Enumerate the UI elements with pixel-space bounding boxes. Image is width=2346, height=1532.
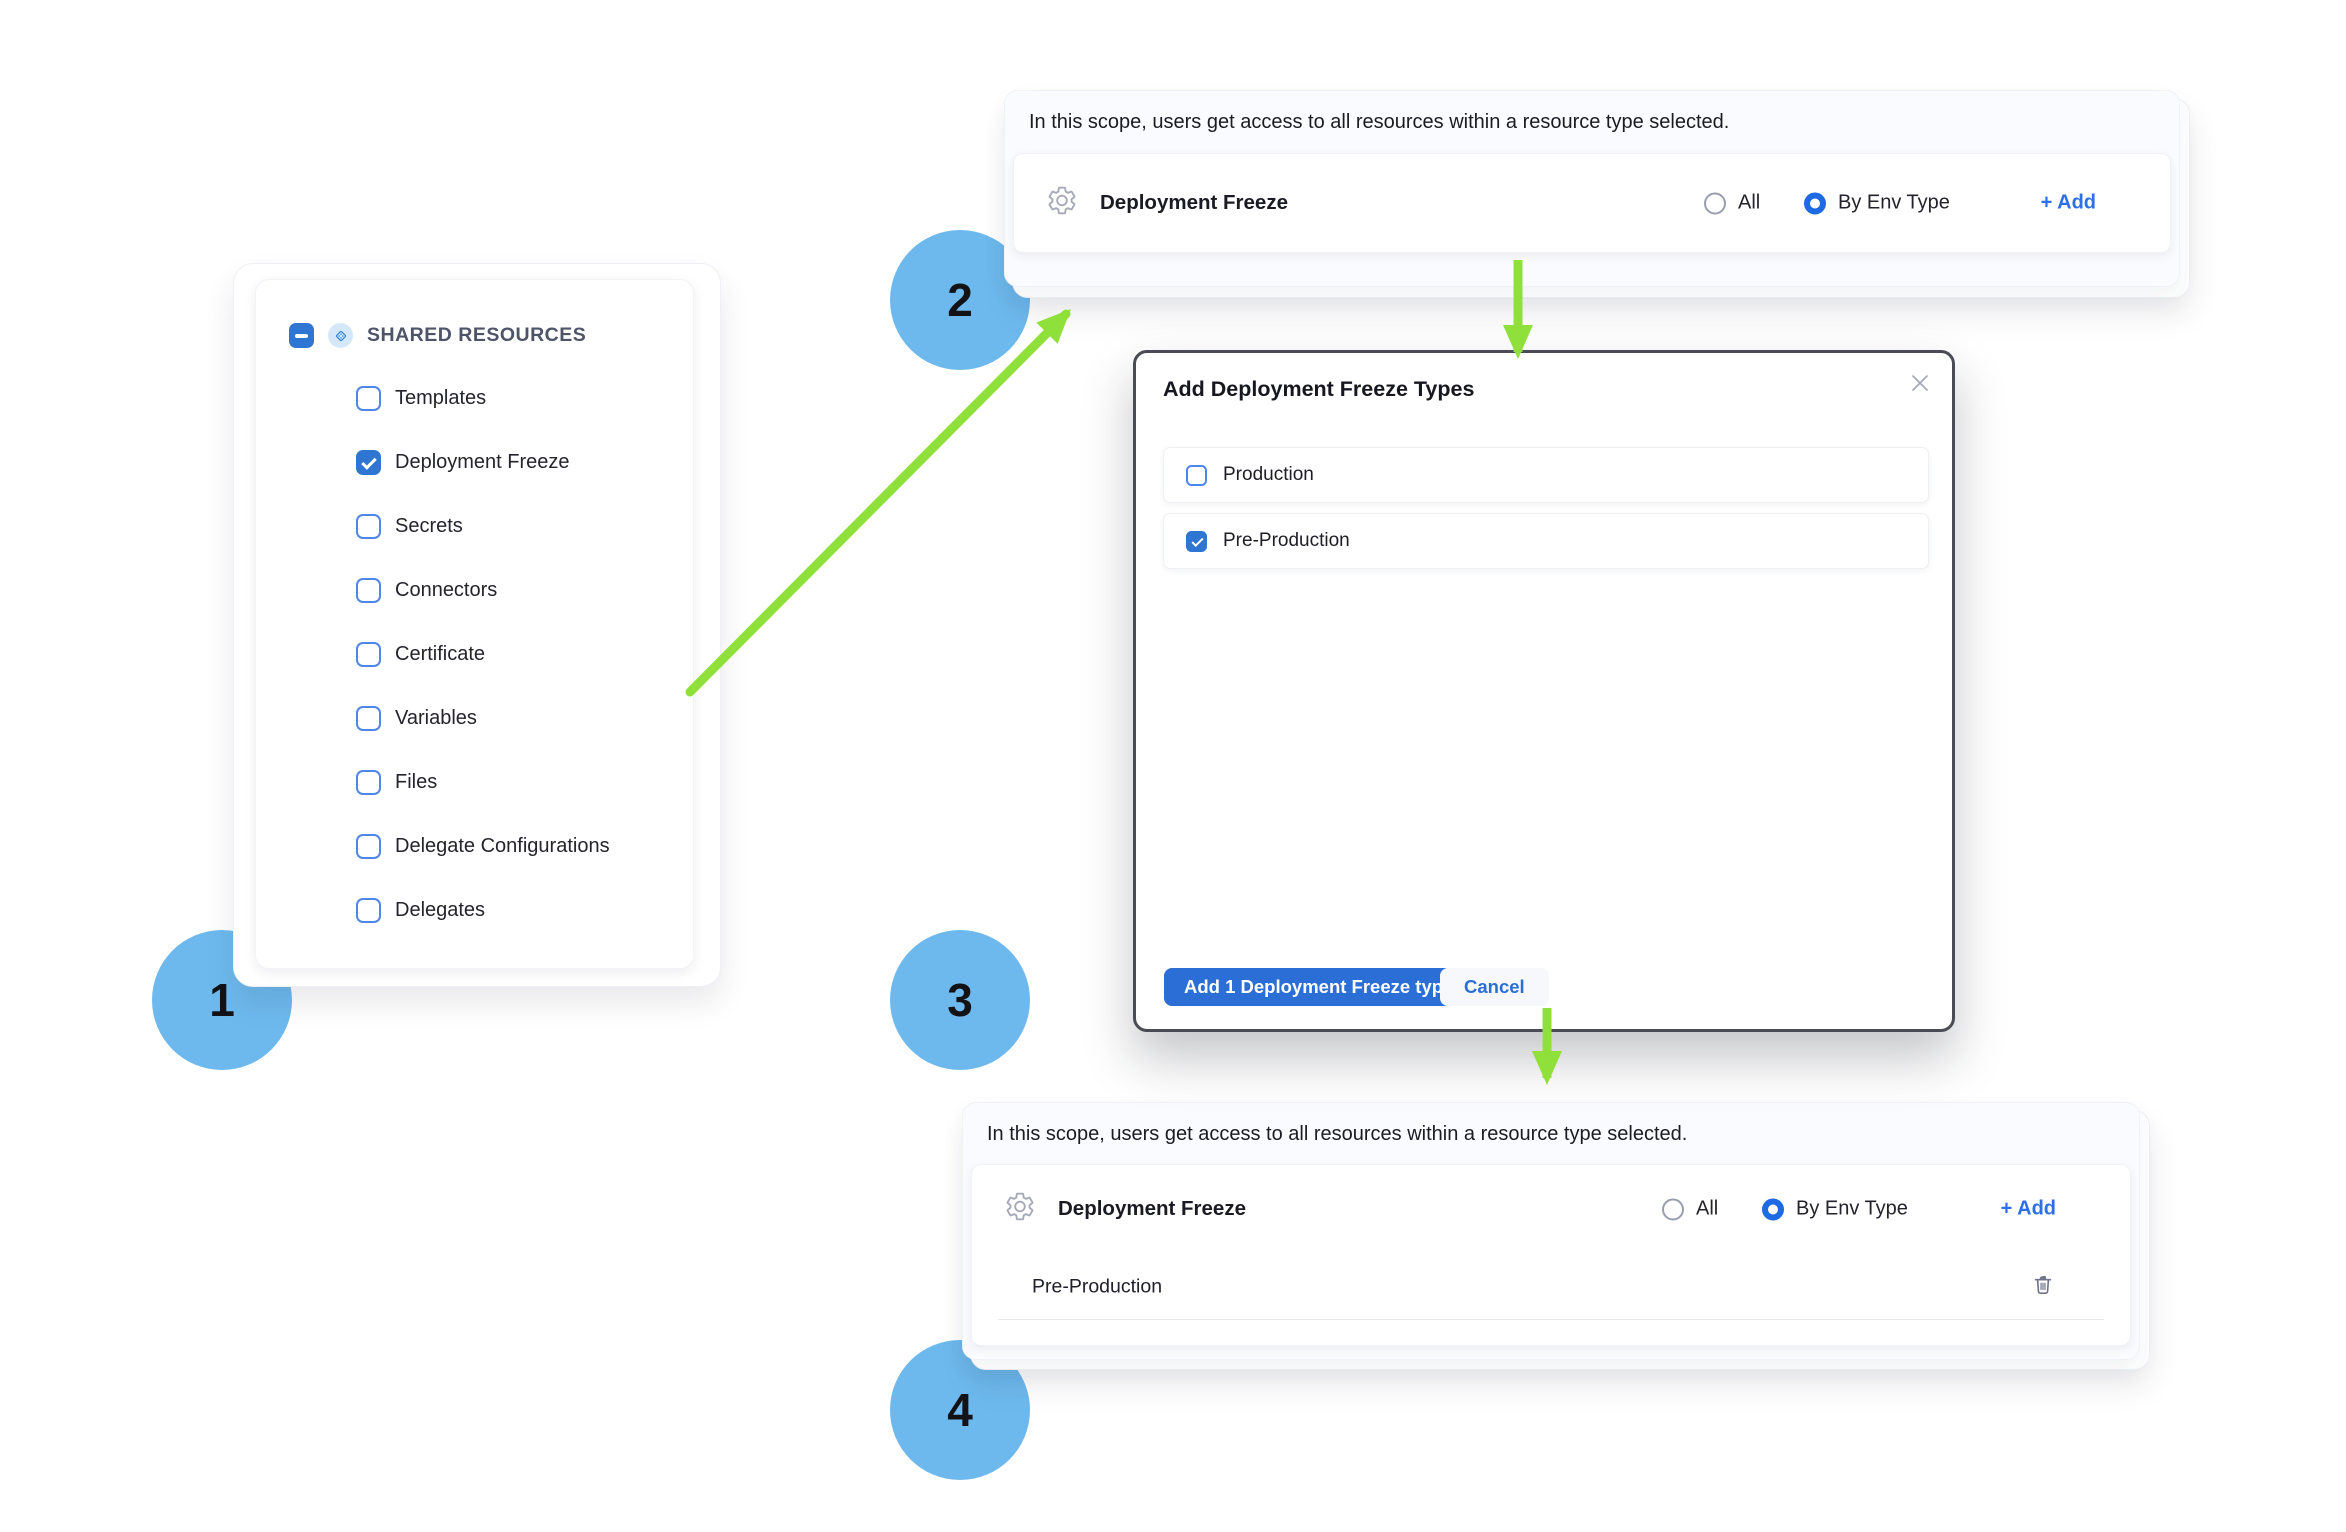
checkbox[interactable]: [356, 577, 381, 603]
checkbox[interactable]: [356, 705, 381, 731]
modal-option-production[interactable]: Production: [1163, 447, 1929, 503]
step-number: 3: [947, 974, 973, 1026]
list-item-files[interactable]: Files: [356, 762, 610, 802]
radio-label: By Env Type: [1838, 191, 1950, 214]
option-label: Pre-Production: [1223, 530, 1350, 551]
modal-option-pre-production[interactable]: Pre-Production: [1163, 513, 1929, 569]
list-item-templates[interactable]: Templates: [356, 378, 610, 418]
resource-type-card: Deployment Freeze All By Env Type + Add …: [971, 1164, 2131, 1346]
step-number: 1: [209, 974, 235, 1026]
add-link[interactable]: + Add: [2040, 191, 2096, 214]
list-item-label: Variables: [395, 706, 477, 729]
radio-button[interactable]: [1704, 192, 1726, 214]
checkbox[interactable]: [356, 513, 381, 539]
checkbox[interactable]: [356, 833, 381, 859]
list-item-label: Deployment Freeze: [395, 450, 570, 473]
deployment-freeze-row: Deployment Freeze All By Env Type + Add: [1014, 154, 2170, 252]
list-item-label: Connectors: [395, 578, 498, 601]
checkbox[interactable]: [356, 449, 381, 475]
add-link[interactable]: + Add: [2000, 1197, 2056, 1220]
cancel-button[interactable]: Cancel: [1440, 968, 1549, 1006]
shared-resources-title: SHARED RESOURCES: [367, 324, 587, 346]
close-icon[interactable]: [1906, 369, 1934, 397]
list-item-deployment-freeze[interactable]: Deployment Freeze: [356, 442, 610, 482]
list-item-label: Templates: [395, 386, 487, 409]
step-badge-3: 3: [890, 930, 1030, 1070]
resource-type-label: Deployment Freeze: [1058, 1197, 1246, 1220]
checkbox[interactable]: [356, 385, 381, 411]
gear-icon: [1046, 185, 1078, 222]
scope-panel-top: In this scope, users get access to all r…: [1004, 90, 2180, 287]
list-item-variables[interactable]: Variables: [356, 698, 610, 738]
scope-note: In this scope, users get access to all r…: [1029, 111, 1730, 133]
checkbox[interactable]: [356, 769, 381, 795]
add-deployment-freeze-types-modal: Add Deployment Freeze Types Production P…: [1133, 350, 1955, 1032]
scope-note: In this scope, users get access to all r…: [987, 1123, 1688, 1145]
selected-type-row: Pre-Production: [972, 1261, 2130, 1313]
radio-button[interactable]: [1804, 192, 1826, 214]
resource-type-label: Deployment Freeze: [1100, 191, 1288, 214]
list-item-delegate-configurations[interactable]: Delegate Configurations: [356, 826, 610, 866]
radio-option-by-env-type[interactable]: By Env Type: [1762, 1198, 1908, 1221]
shared-resources-icon: [328, 323, 353, 348]
checkbox[interactable]: [1186, 464, 1207, 486]
step-number: 2: [947, 274, 973, 326]
gear-icon: [1004, 1191, 1036, 1228]
row-divider: [998, 1319, 2104, 1320]
list-item-label: Files: [395, 770, 438, 793]
shared-resources-header: SHARED RESOURCES: [289, 323, 586, 348]
resource-type-card: Deployment Freeze All By Env Type + Add: [1013, 153, 2171, 253]
list-item-secrets[interactable]: Secrets: [356, 506, 610, 546]
modal-title: Add Deployment Freeze Types: [1163, 377, 1475, 401]
list-item-label: Certificate: [395, 642, 486, 665]
selected-type-label: Pre-Production: [1032, 1275, 1163, 1298]
radio-option-all[interactable]: All: [1704, 192, 1760, 215]
radio-button[interactable]: [1662, 1198, 1684, 1220]
list-item-label: Delegate Configurations: [395, 834, 610, 857]
list-item-delegates[interactable]: Delegates: [356, 890, 610, 930]
list-item-certificate[interactable]: Certificate: [356, 634, 610, 674]
checkbox[interactable]: [1186, 530, 1207, 552]
radio-button[interactable]: [1762, 1198, 1784, 1220]
list-item-connectors[interactable]: Connectors: [356, 570, 610, 610]
radio-label: By Env Type: [1796, 1197, 1908, 1220]
arrow-sidebar-to-top-panel: [685, 309, 1071, 697]
list-item-label: Secrets: [395, 514, 463, 537]
shared-resources-panel: SHARED RESOURCES Templates Deployment Fr…: [255, 279, 694, 969]
checkbox[interactable]: [356, 897, 381, 923]
add-deployment-freeze-type-button[interactable]: Add 1 Deployment Freeze type: [1164, 968, 1474, 1006]
radio-label: All: [1696, 1197, 1719, 1220]
step-badge-4: 4: [890, 1340, 1030, 1480]
trash-icon[interactable]: [2030, 1272, 2056, 1303]
checkbox[interactable]: [356, 641, 381, 667]
radio-option-by-env-type[interactable]: By Env Type: [1804, 192, 1950, 215]
group-indeterminate-checkbox[interactable]: [289, 323, 314, 348]
step-number: 4: [947, 1384, 973, 1436]
list-item-label: Delegates: [395, 898, 486, 921]
deployment-freeze-row: Deployment Freeze All By Env Type + Add: [972, 1165, 2130, 1253]
scope-panel-bottom: In this scope, users get access to all r…: [962, 1102, 2140, 1360]
radio-option-all[interactable]: All: [1662, 1198, 1718, 1221]
radio-label: All: [1738, 191, 1761, 214]
option-label: Production: [1223, 464, 1314, 485]
resource-type-list: Templates Deployment Freeze Secrets Conn…: [356, 378, 610, 930]
